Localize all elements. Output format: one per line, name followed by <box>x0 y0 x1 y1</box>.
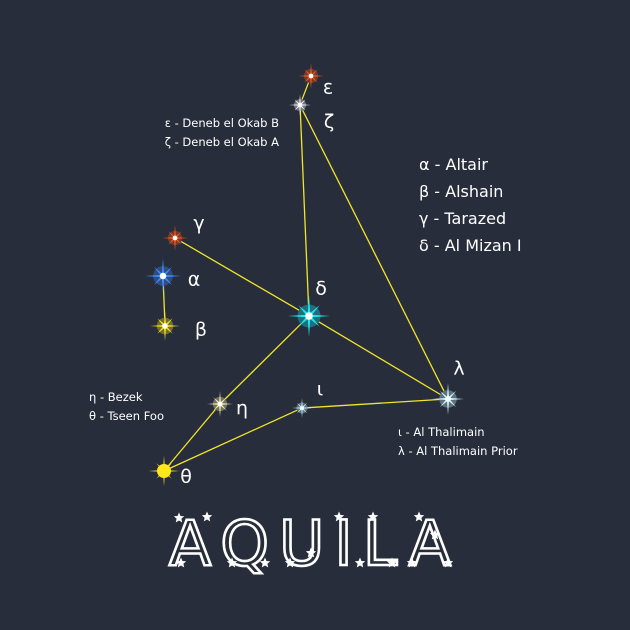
constellation-line-delta-eta <box>224 323 302 400</box>
constellation-line-theta-iota <box>167 409 298 470</box>
star-epsilon-star-burst-icon <box>298 63 324 89</box>
legend-line-delta: δ - Al Mizan I <box>419 236 522 255</box>
star-symbol-epsilon: ε <box>323 77 333 99</box>
legend-line-lambda: λ - Al Thalimain Prior <box>398 444 518 458</box>
legend-line-beta: β - Alshain <box>419 182 503 201</box>
legend-line-iota: ι - Al Thalimain <box>398 425 485 439</box>
legend-epsilon-zeta: ε - Deneb el Okab B ζ - Deneb el Okab A <box>165 116 279 149</box>
legend-line-theta: θ - Tseen Foo <box>89 409 164 423</box>
constellation-line-gamma-delta <box>180 241 300 311</box>
star-iota-star-burst-icon <box>292 398 312 418</box>
constellation-title: AQUILA <box>169 507 461 580</box>
legend-line-gamma: γ - Tarazed <box>419 209 506 228</box>
star-symbol-iota: ι <box>317 379 323 401</box>
star-symbol-eta: η <box>236 398 248 420</box>
star-lambda-star-burst-icon <box>432 383 464 415</box>
legend-line-epsilon: ε - Deneb el Okab B <box>165 116 279 130</box>
legend-line-zeta: ζ - Deneb el Okab A <box>165 135 279 149</box>
star-beta-star-burst-icon <box>150 311 180 341</box>
constellation-line-delta-lambda <box>318 321 441 396</box>
star-delta-star-burst-icon <box>288 295 330 337</box>
title-sparkle-icon <box>354 557 366 568</box>
title-sparkle-icon <box>406 557 418 568</box>
title-sparkle-icon <box>333 511 345 522</box>
title-sparkle-icon <box>226 557 238 568</box>
constellation-line-zeta-delta <box>299 110 310 305</box>
title-sparkle-icon <box>175 557 187 568</box>
star-symbol-gamma: γ <box>193 213 204 235</box>
star-theta-star-dot-icon <box>148 455 180 487</box>
constellation-line-zeta-lambda <box>302 110 445 392</box>
star-symbol-theta: θ <box>180 466 192 488</box>
constellation-line-epsilon-zeta <box>301 82 310 100</box>
title-sparkle-icon <box>173 512 185 523</box>
constellation-line-alpha-beta <box>162 285 166 318</box>
title-sparkle-icon <box>442 557 454 568</box>
star-symbol-alpha: α <box>188 269 201 291</box>
star-eta-star-burst-icon <box>207 391 233 417</box>
title-sparkle-icon <box>201 511 213 522</box>
constellation-stars <box>145 63 464 487</box>
star-symbol-beta: β <box>195 319 207 341</box>
legend-line-alpha: α - Altair <box>419 155 488 174</box>
title-sparkle-icon <box>259 557 271 568</box>
legend-line-eta: η - Bezek <box>89 390 143 404</box>
title-sparkle-icon <box>284 557 296 568</box>
title-sparkle-icon <box>305 547 317 558</box>
constellation-line-iota-lambda <box>307 398 440 409</box>
legend-iota-lambda: ι - Al Thalimain λ - Al Thalimain Prior <box>398 425 518 458</box>
constellation-lines <box>162 82 445 470</box>
star-alpha-star-burst-icon <box>145 258 181 294</box>
star-symbols: εζ γ α β δ η ι λ θ <box>180 77 464 488</box>
star-symbol-lambda: λ <box>453 358 464 380</box>
title-sparkle-icon <box>367 511 379 522</box>
title-decoration-stars <box>173 511 454 568</box>
star-zeta-star-burst-icon <box>289 94 311 116</box>
title-sparkle-icon <box>413 511 425 522</box>
star-gamma-star-burst-icon <box>162 225 188 251</box>
title-sparkle-icon <box>429 529 441 540</box>
constellation-line-eta-theta <box>166 409 216 469</box>
legend-main: α - Altair β - Alshain γ - Tarazed δ - A… <box>419 155 522 255</box>
star-symbol-delta: δ <box>315 278 327 300</box>
title-sparkle-icon <box>386 557 398 568</box>
star-symbol-zeta: ζ <box>324 111 334 133</box>
legend-eta-theta: η - Bezek θ - Tseen Foo <box>89 390 164 423</box>
